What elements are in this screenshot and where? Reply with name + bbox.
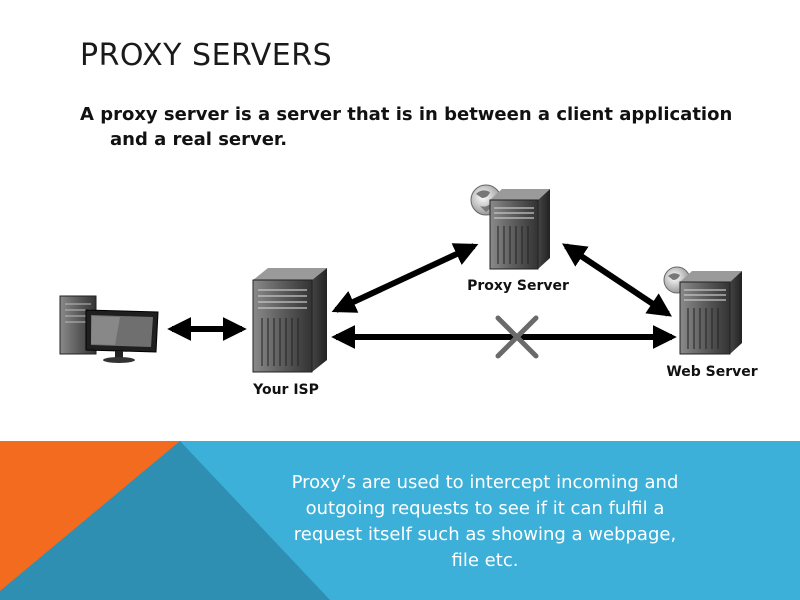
proxy-web-arrow [562, 243, 672, 317]
isp-server-icon [252, 268, 327, 373]
web-server-icon [663, 266, 742, 355]
footer-accent-triangle [0, 441, 180, 591]
slide-title: PROXY SERVERS [80, 38, 333, 73]
slide-subtitle: A proxy server is a server that is in be… [80, 104, 733, 150]
blocked-cross-icon [495, 315, 539, 359]
network-diagram: Your ISP Proxy Server [59, 184, 758, 398]
isp-label: Your ISP [252, 382, 319, 398]
client-computer-icon [59, 295, 159, 363]
proxy-server-icon [470, 184, 550, 270]
isp-proxy-arrow [331, 243, 479, 313]
footer-band [0, 441, 800, 600]
footer-text: Proxy’s are used to intercept incoming a… [291, 472, 679, 571]
proxy-label: Proxy Server [467, 278, 569, 294]
web-label: Web Server [666, 364, 757, 380]
